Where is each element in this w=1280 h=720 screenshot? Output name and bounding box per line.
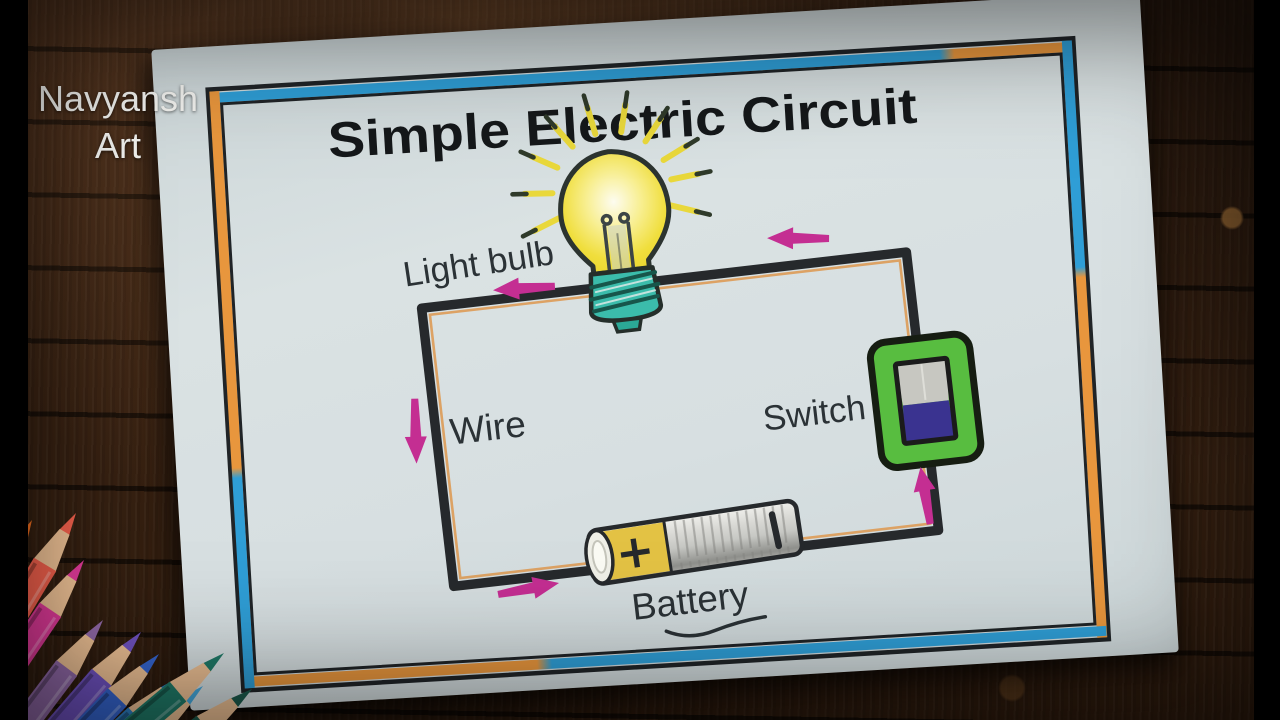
switch-rocker-bottom xyxy=(902,400,957,444)
colored-pencils xyxy=(0,513,252,720)
pencil xyxy=(0,654,159,720)
frame-right-stripe xyxy=(1061,40,1108,638)
watermark: Navyansh Art xyxy=(36,76,200,170)
current-arrow-left-icon xyxy=(767,227,830,250)
bulb-base-threads xyxy=(588,270,661,314)
bulb-rays-icon xyxy=(510,90,713,239)
letterbox-bar-left xyxy=(0,0,28,720)
battery-negative-mark xyxy=(768,511,783,550)
bulb-glass xyxy=(558,149,672,277)
switch-icon xyxy=(866,330,985,471)
light-bulb-icon xyxy=(558,149,672,334)
current-arrows xyxy=(404,227,936,599)
pencil xyxy=(0,689,252,720)
watermark-line1: Navyansh xyxy=(37,78,199,119)
current-arrow-up-icon xyxy=(913,466,936,525)
current-arrow-left-icon xyxy=(493,277,556,300)
battery-positive-cap xyxy=(597,522,672,581)
picture-frame-border xyxy=(205,35,1112,693)
switch-rocker-outline xyxy=(892,355,959,446)
letterbox-bar-right xyxy=(1254,0,1280,720)
pencil xyxy=(0,653,224,720)
watermark-line2: Art xyxy=(94,124,141,166)
frame-left-stripe xyxy=(209,90,255,689)
current-arrow-down-icon xyxy=(404,398,427,464)
circuit-drawing: Simple Electric Circuit xyxy=(205,35,1112,693)
label-switch: Switch xyxy=(761,388,868,439)
switch-rocker-top xyxy=(895,358,949,406)
bulb-screw-base xyxy=(588,265,664,323)
battery-plus-sign: + xyxy=(612,522,658,581)
label-wire: Wire xyxy=(448,403,528,452)
current-arrow-right-icon xyxy=(497,576,560,599)
pencil xyxy=(0,620,103,720)
paper: Simple Electric Circuit xyxy=(151,0,1179,711)
bulb-filament xyxy=(600,211,636,273)
label-battery: Battery xyxy=(629,574,751,628)
battery-icon: + xyxy=(584,498,805,586)
battery-label-underline xyxy=(664,614,768,638)
bulb-base-tip xyxy=(610,316,644,334)
frame-top-stripe xyxy=(209,41,1072,104)
battery-body-hatching xyxy=(668,504,793,570)
frame-bottom-stripe xyxy=(244,625,1107,687)
pencil xyxy=(0,632,141,720)
